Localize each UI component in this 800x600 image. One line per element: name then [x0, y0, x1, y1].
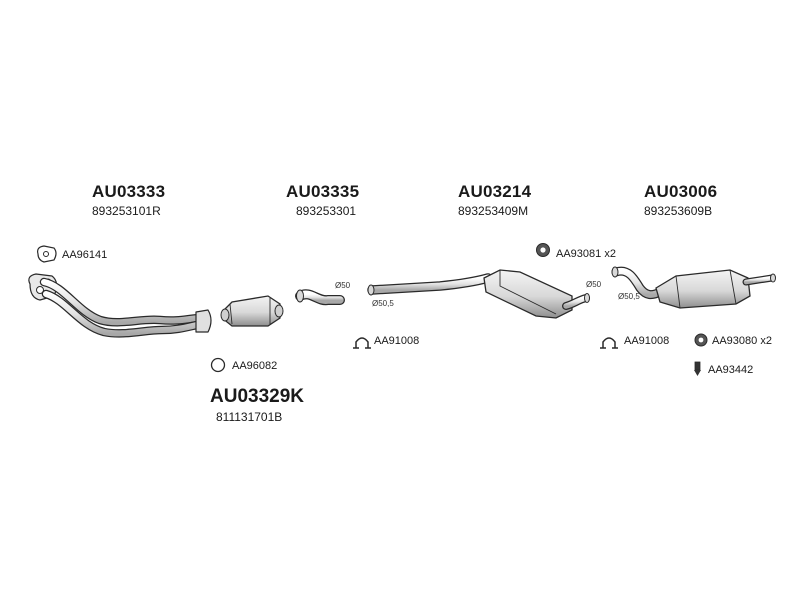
front-pipe — [28, 273, 212, 338]
part-label-ring: AA96082 — [232, 360, 278, 372]
dimension-label-2: Ø50,5 — [372, 299, 394, 308]
kit-code: AU03329K — [210, 386, 304, 407]
assembly-code-rear-silencer: AU03006 — [644, 182, 718, 201]
part-label-gasket-front: AA96141 — [62, 249, 108, 261]
nut-rear-icon — [694, 333, 708, 347]
dimension-label-3: Ø50 — [586, 280, 602, 289]
clamp-icon — [353, 337, 371, 349]
intermediate-pipe — [295, 289, 345, 306]
assembly-code-middle-silencer: AU03214 — [458, 182, 532, 201]
clamp-rear-icon — [600, 337, 618, 349]
kit-oem: 811131701B — [216, 410, 283, 424]
assembly-oem-intermediate-pipe: 893253301 — [296, 204, 357, 218]
assembly-code-intermediate-pipe: AU03335 — [286, 182, 360, 201]
part-label-hanger: AA93442 — [708, 364, 754, 376]
catalytic-converter — [220, 295, 284, 327]
assembly-oem-front-pipe: 893253101R — [92, 204, 161, 218]
rear-silencer — [611, 266, 776, 309]
dimension-label-1: Ø50 — [335, 281, 351, 290]
middle-silencer — [367, 269, 590, 319]
part-label-clamp-rear: AA91008 — [624, 335, 670, 347]
gasket-icon — [37, 245, 57, 263]
sealing-ring-icon — [210, 357, 226, 373]
nut-icon — [536, 243, 550, 257]
assembly-oem-rear-silencer: 893253609B — [644, 204, 713, 218]
part-label-bolt-rear: AA93080 x2 — [712, 335, 772, 347]
part-label-bolt-mid: AA93081 x2 — [556, 248, 616, 260]
assembly-oem-middle-silencer: 893253409M — [458, 204, 529, 218]
part-label-clamp-mid: AA91008 — [374, 335, 420, 347]
dimension-label-4: Ø50,5 — [618, 292, 640, 301]
assembly-code-front-pipe: AU03333 — [92, 182, 166, 201]
rubber-hanger-icon — [694, 361, 701, 376]
